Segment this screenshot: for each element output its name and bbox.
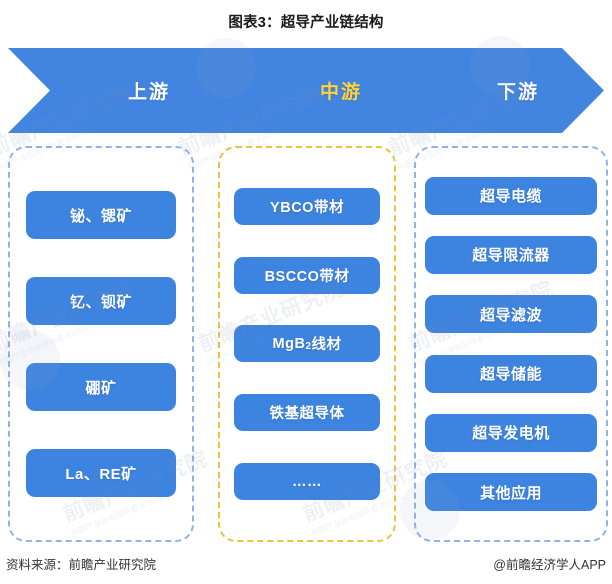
chevron-shape-icon	[8, 48, 246, 133]
node-item-tail: 线材	[311, 337, 342, 354]
column-downstream: 超导电缆 超导限流器 超导滤波 超导储能 超导发电机 其他应用	[414, 146, 608, 542]
node-item[interactable]: 钇、钡矿	[26, 277, 176, 325]
source-note: 资料来源：前瞻产业研究院	[6, 558, 157, 572]
node-item[interactable]: BSCCO带材	[234, 256, 380, 294]
node-item-ellipsis[interactable]: ……	[234, 463, 380, 501]
node-item[interactable]: 超导滤波	[425, 295, 597, 334]
page-title: 图表3：超导产业链结构	[228, 15, 384, 31]
stage-chevron-downstream[interactable]: 下游	[392, 48, 604, 133]
column-upstream: 铋、锶矿 钇、钡矿 硼矿 La、RE矿	[8, 146, 194, 542]
footer: 资料来源：前瞻产业研究院 @前瞻经济学人APP	[0, 552, 612, 576]
node-item[interactable]: 超导电缆	[425, 176, 597, 215]
chevron-shape-icon	[200, 48, 438, 133]
value-chain-stage-band: 上游 中游 下游	[0, 48, 612, 133]
stage-chevron-midstream[interactable]: 中游	[200, 48, 438, 133]
node-item[interactable]: La、RE矿	[26, 449, 176, 497]
stage-label-midstream: 中游	[319, 82, 362, 103]
brand-note: @前瞻经济学人APP	[493, 558, 606, 572]
chevron-shape-icon	[392, 48, 604, 133]
node-item-subscript: 2	[305, 341, 312, 353]
node-item-base: MgB	[272, 335, 306, 352]
node-item[interactable]: 铁基超导体	[234, 394, 380, 432]
node-item[interactable]: YBCO带材	[234, 187, 380, 225]
node-item[interactable]: 超导发电机	[425, 413, 597, 452]
stage-label-upstream: 上游	[127, 82, 170, 103]
node-item[interactable]: 超导限流器	[425, 235, 597, 274]
node-item[interactable]: 超导储能	[425, 354, 597, 393]
stage-chevron-upstream[interactable]: 上游	[8, 48, 246, 133]
node-item[interactable]: 其他应用	[425, 473, 597, 512]
stage-label-downstream: 下游	[496, 82, 539, 103]
node-item[interactable]: 铋、锶矿	[26, 191, 176, 239]
node-item[interactable]: 硼矿	[26, 363, 176, 411]
